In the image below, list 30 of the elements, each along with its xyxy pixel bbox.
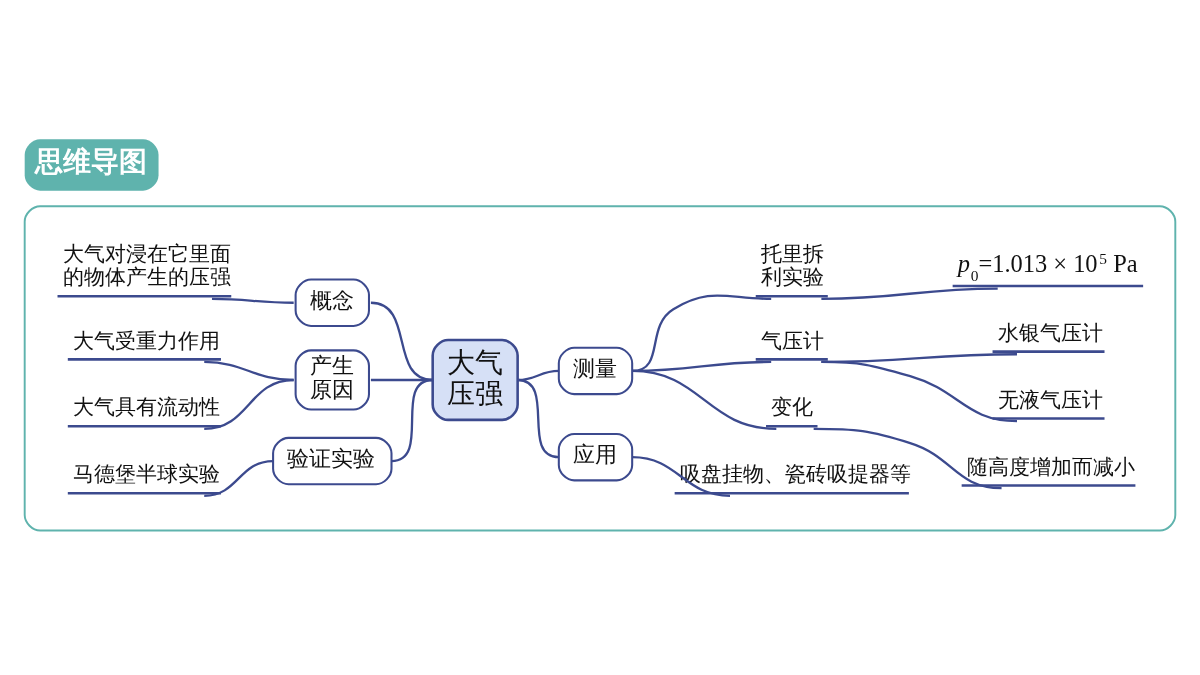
node-text: 变化 — [771, 395, 814, 420]
node-text: 马德堡半球实验 — [72, 462, 220, 487]
connector — [632, 294, 772, 373]
node-text: 随高度增加而减小 — [966, 454, 1135, 479]
node-text: 气压计 — [760, 328, 824, 353]
node-text: 大气具有流动性 — [72, 395, 220, 420]
node-box: 测量 — [557, 346, 634, 396]
node-text: 无液气压计 — [997, 387, 1103, 412]
connector — [391, 378, 433, 463]
connector — [632, 456, 731, 497]
connector — [821, 353, 1017, 364]
connector — [821, 287, 998, 301]
node-box: 产生原因 — [294, 349, 370, 411]
connector — [813, 427, 1002, 490]
connector — [211, 297, 294, 304]
node-box: 验证实验 — [272, 436, 393, 486]
connector — [204, 378, 294, 431]
connector — [204, 459, 274, 497]
node-text: 水银气压计 — [997, 320, 1103, 345]
node-text: p$_{0}$=1.013 × 10$^{5}$ Pa — [957, 249, 1138, 284]
cluster — [23, 205, 1177, 532]
node-box: 应用 — [557, 433, 634, 482]
node-text: 托里拆利实验 — [760, 242, 824, 290]
connector — [370, 301, 433, 382]
node-box: 概念 — [294, 278, 370, 327]
node-text: 大气受重力作用 — [72, 328, 220, 353]
connector — [517, 369, 559, 382]
node-text: 大气对浸在它里面的物体产生的压强 — [62, 242, 231, 290]
diagram-title: 思维导图 — [34, 144, 147, 178]
node-box: 大气压强 — [431, 338, 519, 422]
